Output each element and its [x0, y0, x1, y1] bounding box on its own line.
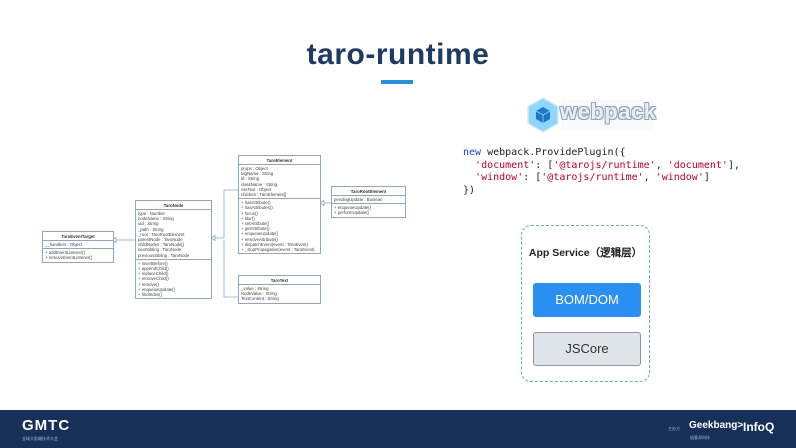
- app-service-box: App Service（逻辑层） BOM/DOM JSCore: [521, 225, 650, 382]
- uml-method: + remove(): [138, 281, 159, 287]
- arrowhead: [111, 236, 117, 244]
- uml-method: + hasAttributes(): [241, 205, 273, 211]
- uml-prop: tagName : String: [241, 171, 274, 177]
- uml-prop: previousSibling : TaroNode: [138, 252, 190, 258]
- uml-prop: type : Number: [138, 211, 165, 216]
- uml-class-text: TaroText _value : String NodeValue : Str…: [238, 275, 321, 304]
- uml-props: props : Object tagName : String id : Str…: [239, 165, 320, 200]
- uml-class-name: TaroRootElement: [332, 187, 405, 196]
- uml-prop: props : Object: [241, 166, 268, 171]
- code-keyword: new: [463, 147, 482, 158]
- bom-dom-block: BOM/DOM: [533, 283, 641, 317]
- webpack-cube-icon: [527, 97, 653, 133]
- geekbang-logo: Geekbang>.: [689, 420, 746, 431]
- jscore-block: JSCore: [533, 332, 641, 366]
- uml-method: + blur(): [241, 215, 255, 221]
- code-string: 'document': [475, 159, 536, 171]
- uml-method: + removeChild(): [138, 276, 169, 282]
- code-text: webpack.ProvidePlugin({: [481, 147, 626, 158]
- uml-prop: TextContent : String: [241, 296, 279, 302]
- uml-class-name: TaroNode: [136, 201, 211, 210]
- code-string: 'window': [655, 172, 704, 183]
- uml-prop: nodeName : String: [138, 216, 174, 222]
- uml-prop: _root : TaroRootElement: [138, 231, 185, 237]
- gmtc-logo: GMTC: [22, 417, 71, 434]
- uml-class-name: TaroEventTarget: [43, 232, 113, 241]
- uml-class-root-element: TaroRootElement pendingUpdate : Boolean …: [331, 186, 406, 218]
- uml-class-name: TaroText: [239, 276, 320, 285]
- uml-props: _value : String NodeValue : String TextC…: [239, 285, 320, 303]
- uml-methods: + insertBefore() + appendChild() + repla…: [136, 260, 211, 298]
- uml-class-node: TaroNode type : Number nodeName : String…: [135, 200, 212, 300]
- code-text: }): [463, 184, 476, 196]
- slide-title: taro-runtime: [306, 38, 490, 71]
- uml-prop: childNodes : TaroNode[]: [138, 242, 184, 248]
- code-text: ]: [703, 172, 710, 183]
- uml-methods: + hasAttribute() + hasAttributes() + foc…: [239, 199, 320, 253]
- uml-prop: pendingUpdate : Boolean: [334, 197, 383, 202]
- gmtc-subtitle: 全球大前端技术大会: [22, 436, 58, 441]
- code-text: : [: [535, 159, 554, 171]
- uml-prop: parentNode : TaroNode: [138, 237, 183, 243]
- code-string: 'document': [667, 159, 728, 171]
- uml-class-name: TaroElement: [239, 156, 320, 165]
- geekbang-subtitle: 极客邦科技: [690, 435, 710, 440]
- sponsor-note: 主办方: [668, 426, 680, 431]
- uml-prop: _value : String: [241, 286, 269, 291]
- code-text: ,: [643, 172, 656, 183]
- uml-method: + addEventListener(): [45, 250, 86, 256]
- app-service-title: App Service（逻辑层）: [528, 247, 643, 259]
- uml-prop: cssText : Object: [241, 186, 272, 192]
- uml-methods: + enqueueUpdate() + performUpdate(): [332, 204, 405, 216]
- arrowhead: [210, 234, 216, 242]
- uml-method: + getAttribute(): [241, 226, 270, 232]
- uml-methods: + addEventListener() + removeEventListen…: [43, 249, 113, 261]
- uml-props: type : Number nodeName : String uid : St…: [136, 210, 211, 260]
- footer-bar: GMTC 全球大前端技术大会 主办方 Geekbang>. 极客邦科技 Info…: [0, 410, 796, 448]
- uml-prop: id : String: [241, 176, 260, 182]
- uml-method: + dispatchEvent(event : TaroEvent): [241, 241, 308, 247]
- uml-method: + performUpdate(): [334, 210, 370, 216]
- uml-prop: className : String: [241, 181, 278, 187]
- uml-prop: uid : String: [138, 221, 159, 227]
- code-text: : [: [523, 172, 542, 183]
- uml-method: + insertBefore(): [138, 260, 168, 266]
- infoq-logo: InfoQ: [743, 420, 775, 434]
- uml-method: + enqueueUpdate(): [334, 205, 372, 211]
- uml-method: + removeEventListener(): [45, 255, 93, 261]
- code-text: ,: [655, 159, 668, 171]
- code-snippet: new webpack.ProvidePlugin({ 'document': …: [463, 147, 740, 197]
- arrowhead: [319, 199, 325, 207]
- uml-class-element: TaroElement props : Object tagName : Str…: [238, 155, 321, 255]
- uml-prop: children : TaroElement[]: [241, 192, 287, 198]
- uml-props: __handlers : Object: [43, 241, 113, 250]
- uml-prop: nextSibling : TaroNode: [138, 247, 182, 253]
- webpack-wordmark: webpack: [560, 99, 657, 124]
- code-string: 'window': [475, 172, 524, 183]
- uml-class-event-target: TaroEventTarget __handlers : Object + ad…: [42, 231, 114, 263]
- uml-method: + findIndex(): [138, 292, 163, 298]
- connector-text-to-node: [223, 240, 238, 298]
- uml-prop: NodeValue : String: [241, 291, 277, 297]
- uml-method: + replaceChild(): [138, 271, 169, 277]
- uml-method: + hasAttribute(): [241, 200, 271, 206]
- code-string: '@tarojs/runtime': [553, 159, 656, 171]
- title-underline: [381, 80, 413, 84]
- uml-method: + setAttribute(): [241, 221, 270, 227]
- uml-prop: _path : String: [138, 226, 164, 232]
- uml-method: + removeAttribute(): [241, 236, 278, 242]
- connector-element-to-node: [211, 189, 238, 239]
- code-text: ],: [727, 159, 740, 171]
- uml-props: pendingUpdate : Boolean: [332, 196, 405, 205]
- uml-method: + focus(): [241, 210, 258, 216]
- uml-method: + _stopPropagation(event : TaroEvent): [241, 247, 315, 253]
- uml-method: + enqueueUpdate(): [241, 231, 279, 237]
- uml-method: + appendChild(): [138, 266, 169, 272]
- code-string: '@tarojs/runtime': [541, 172, 644, 183]
- uml-prop: __handlers : Object: [45, 242, 83, 247]
- uml-method: + enqueueUpdate(): [138, 286, 176, 292]
